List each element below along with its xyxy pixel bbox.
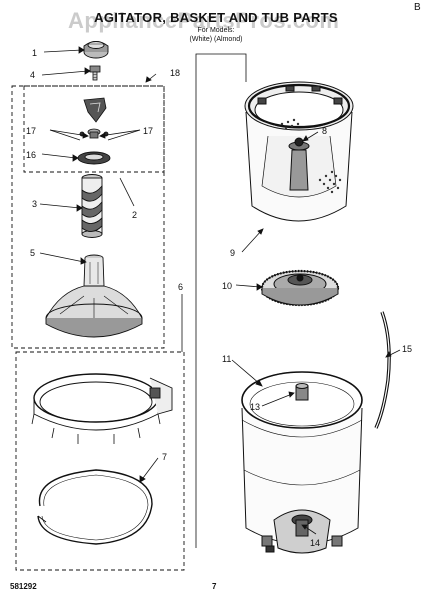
callout-18: 18 [170,68,180,78]
callout-8: 8 [322,126,327,136]
callout-10: 10 [222,281,232,291]
callout-14: 14 [310,538,320,548]
tub-ring-part [31,373,173,444]
watermark-text: AppliancePartsPros.com [68,8,340,33]
corner-mark: B [414,2,421,13]
snap-ring-part [37,469,153,545]
seal-ring-part [77,151,111,165]
page-number: 7 [212,582,217,591]
agitator-dogs-part [83,97,107,123]
leader-lines-17 [49,129,141,141]
callout-11: 11 [222,354,231,364]
agitator-cap-part [83,41,109,59]
callout-2: 2 [132,210,137,220]
callout-16: 16 [26,150,36,160]
callout-13: 13 [250,402,260,412]
assembly-18-box [11,85,165,349]
callout-1: 1 [32,48,37,58]
sheet-code: 581292 [10,582,37,591]
basket-hub-part [260,269,340,307]
callout-17-right: 17 [143,126,153,136]
callout-6: 6 [178,282,183,292]
agitator-bolt-part [89,65,101,81]
assembly-6-box [15,351,185,571]
callout-7: 7 [162,452,167,462]
wash-basket-part [244,81,354,222]
callout-9: 9 [230,248,235,258]
outer-tub-part [241,371,363,554]
callout-numbers: 1 4 18 17 17 16 3 2 5 6 7 8 9 10 11 13 1… [26,48,412,548]
callout-3: 3 [32,199,37,209]
leader-lines [39,46,401,535]
callout-15: 15 [402,344,412,354]
connector-line [195,53,247,548]
agitator-auger-part [81,174,103,238]
callout-5: 5 [30,248,35,258]
callout-4: 4 [30,70,35,80]
model-line-1: For Models: [197,27,235,34]
agitator-base-part [45,254,143,338]
tub-hose-highlight [375,311,390,429]
model-line-2: (White) (Almond) [189,36,243,43]
diagram-title: AGITATOR, BASKET AND TUB PARTS [94,10,338,25]
callout-17-left: 17 [26,126,36,136]
